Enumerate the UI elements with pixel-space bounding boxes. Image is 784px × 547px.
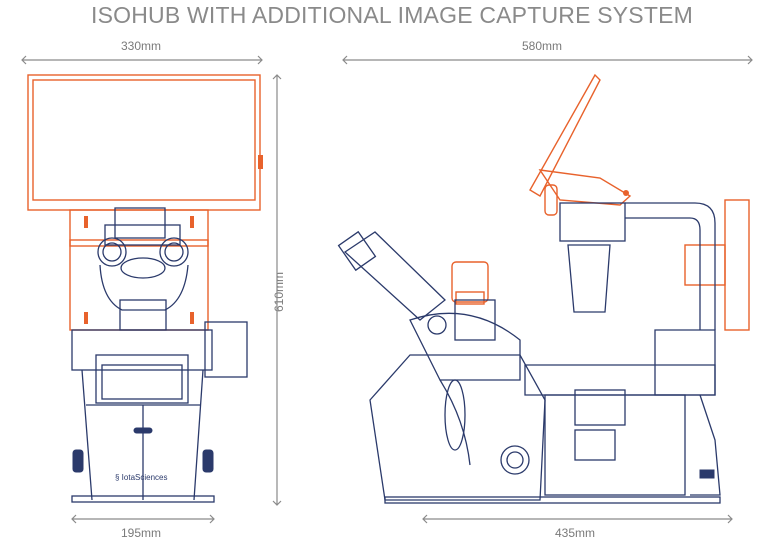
front-width-label: 330mm [121,39,162,53]
monitor-side [451,73,750,331]
side-base-width-label: 435mm [555,526,596,540]
side-width-label: 580mm [522,39,563,53]
front-view [27,74,263,503]
svg-text:§ IotaSciences: § IotaSciences [115,473,167,482]
diagram-title: ISOHUB WITH ADDITIONAL IMAGE CAPTURE SYS… [91,2,693,28]
microscope-front [71,207,248,503]
iotasciences-logo: § IotaSciences [115,473,167,482]
side-view [337,73,750,504]
monitor-front [27,74,263,211]
front-base-width-label: 195mm [121,526,162,540]
microscope-side [337,202,721,504]
mount-panel [69,209,209,331]
dimension-arrows [21,55,753,524]
